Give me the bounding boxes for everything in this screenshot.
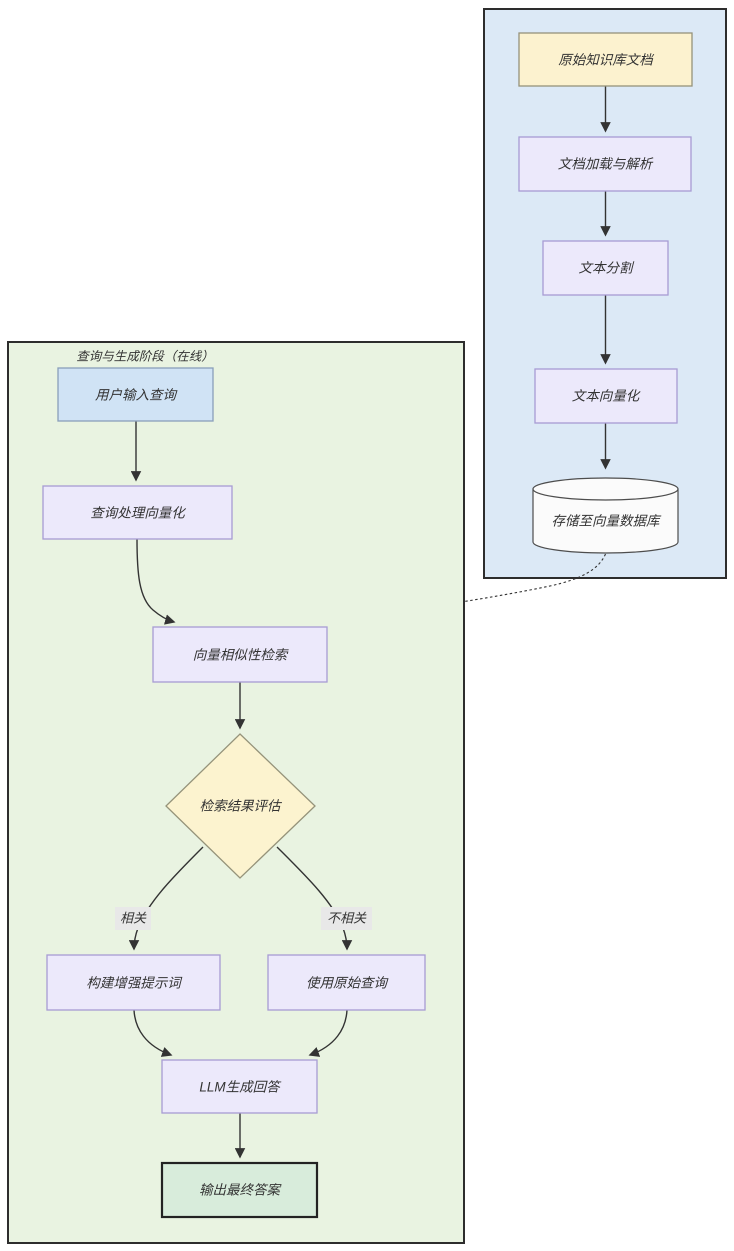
container-offline-pipeline: 原始知识库文档 文档加载与解析 文本分割 文本向量化 存储至向量数据库 xyxy=(483,8,727,579)
online-container-title: 查询与生成阶段（在线） xyxy=(76,349,214,363)
node-query-vectorize: 查询处理向量化 xyxy=(42,485,233,540)
node-llm-generate: LLM生成回答 xyxy=(161,1059,318,1114)
node-build-prompt-label: 构建增强提示词 xyxy=(86,976,183,991)
edge-label-relevant-text: 相关 xyxy=(120,910,147,925)
node-vector-store-label: 存储至向量数据库 xyxy=(552,514,662,529)
node-similarity-search: 向量相似性检索 xyxy=(152,626,328,683)
node-text-split: 文本分割 xyxy=(542,240,669,296)
node-llm-generate-label: LLM生成回答 xyxy=(199,1080,282,1095)
node-user-query-label: 用户输入查询 xyxy=(95,388,178,403)
node-query-vectorize-label: 查询处理向量化 xyxy=(90,506,186,521)
database-cylinder-icon xyxy=(532,489,679,554)
node-final-answer-label: 输出最终答案 xyxy=(199,1183,282,1198)
edge-use-original-to-llm xyxy=(308,1009,348,1057)
node-doc-parse-label: 文档加载与解析 xyxy=(558,157,654,172)
node-text-vectorize: 文本向量化 xyxy=(534,368,678,424)
edge-query-vectorize-to-similarity-search xyxy=(136,538,176,625)
node-text-split-label: 文本分割 xyxy=(579,261,635,276)
container-online-pipeline: 查询与生成阶段（在线） 用户输入查询 查询处理向量化 向量相似性检索 检索结果评… xyxy=(7,341,465,1244)
node-final-answer: 输出最终答案 xyxy=(160,1161,319,1219)
node-similarity-search-label: 向量相似性检索 xyxy=(193,648,289,663)
node-source-docs-label: 原始知识库文档 xyxy=(558,53,655,68)
node-use-original-query: 使用原始查询 xyxy=(267,954,426,1011)
edge-label-relevant: 相关 xyxy=(115,907,151,930)
node-user-query: 用户输入查询 xyxy=(57,367,214,422)
node-use-original-query-label: 使用原始查询 xyxy=(306,976,389,991)
edge-label-not-relevant-text: 不相关 xyxy=(327,910,367,925)
edge-label-not-relevant: 不相关 xyxy=(321,907,372,930)
node-text-vectorize-label: 文本向量化 xyxy=(572,389,641,404)
decision-diamond-shape xyxy=(165,733,316,879)
node-build-prompt: 构建增强提示词 xyxy=(46,954,221,1011)
node-doc-parse: 文档加载与解析 xyxy=(518,136,692,192)
node-vector-store: 存储至向量数据库 xyxy=(532,477,679,554)
node-source-docs: 原始知识库文档 xyxy=(518,32,693,87)
edge-build-prompt-to-llm xyxy=(133,1009,173,1057)
decision-eval: 检索结果评估 xyxy=(165,733,316,879)
decision-eval-label: 检索结果评估 xyxy=(200,799,283,814)
